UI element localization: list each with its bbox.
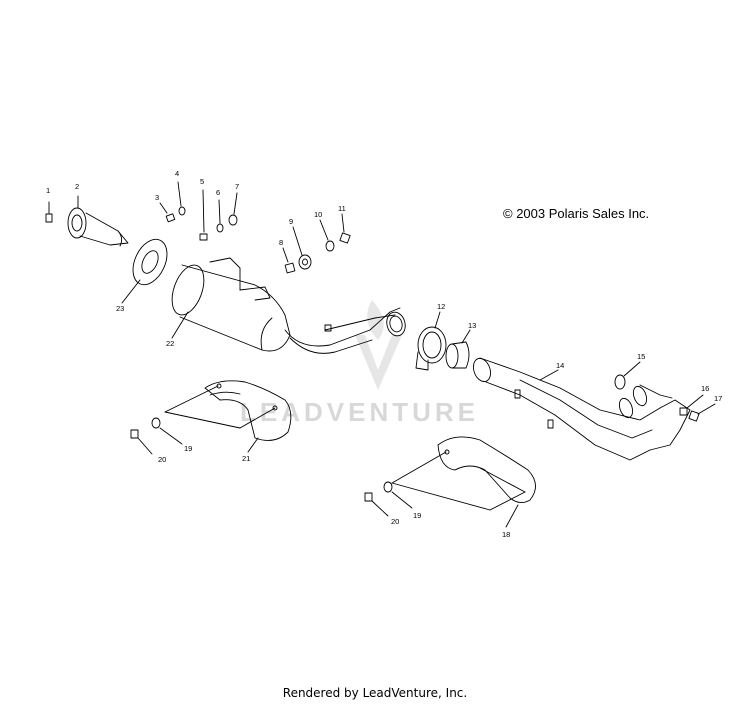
part-11-nut	[339, 213, 351, 244]
part-23-gasket	[121, 238, 168, 304]
callout-1: 1	[46, 186, 50, 195]
callout-2: 2	[75, 182, 79, 191]
part-1-bolt	[45, 201, 53, 223]
part-4-washer	[177, 181, 186, 216]
part-15-gasket	[614, 361, 641, 390]
part-16-stud	[679, 394, 704, 416]
part-13-sleeve	[445, 329, 471, 369]
callout-20-right: 20	[391, 517, 399, 526]
callout-22: 22	[166, 339, 174, 348]
part-9-grommet	[292, 226, 312, 270]
callout-13: 13	[468, 321, 476, 330]
callout-10: 10	[314, 210, 322, 219]
part-19-washer-right	[383, 481, 413, 509]
part-8-spacer	[282, 247, 296, 274]
part-14-head-pipe	[472, 357, 691, 461]
leadventure-watermark: LEADVENTURE	[240, 300, 479, 427]
part-21-heat-shield	[164, 380, 292, 453]
callout-19-right: 19	[413, 511, 421, 520]
callout-18: 18	[502, 530, 510, 539]
callout-21: 21	[242, 454, 250, 463]
callout-14: 14	[556, 361, 564, 370]
callout-6: 6	[216, 188, 220, 197]
part-2-outlet-tip	[67, 195, 129, 247]
callout-16: 16	[701, 384, 709, 393]
part-17-nut	[688, 403, 716, 422]
part-6-washer	[216, 199, 224, 233]
part-5-bolt	[199, 189, 208, 241]
part-19-washer-left	[151, 417, 183, 445]
callout-15: 15	[637, 352, 645, 361]
callout-7: 7	[235, 182, 239, 191]
callout-9: 9	[289, 217, 293, 226]
callout-17: 17	[714, 394, 722, 403]
callout-labels: 1 2 3 4 5 6 7 8 9 10 11 12 13 14 15 16 1…	[46, 169, 722, 539]
callout-4: 4	[175, 169, 179, 178]
part-7-washer	[228, 192, 238, 226]
callout-20-left: 20	[158, 455, 166, 464]
callout-5: 5	[200, 177, 204, 186]
callout-3: 3	[155, 193, 159, 202]
callout-11: 11	[338, 204, 346, 213]
part-10-washer	[319, 219, 335, 252]
leadventure-logo-icon	[355, 300, 402, 390]
part-3-screw	[159, 202, 176, 223]
callout-23: 23	[116, 304, 124, 313]
part-20-screw-right	[364, 492, 389, 517]
callout-8: 8	[279, 238, 283, 247]
watermark-text: LEADVENTURE	[240, 397, 479, 427]
part-20-screw-left	[130, 429, 153, 455]
footer-credit: Rendered by LeadVenture, Inc.	[282, 686, 468, 700]
part-18-heat-shield	[391, 436, 536, 528]
copyright-notice: © 2003 Polaris Sales Inc.	[503, 206, 650, 221]
callout-12: 12	[437, 302, 445, 311]
part-22-muffler	[171, 257, 406, 354]
callout-19-left: 19	[184, 444, 192, 453]
part-12-clamp	[415, 311, 447, 371]
